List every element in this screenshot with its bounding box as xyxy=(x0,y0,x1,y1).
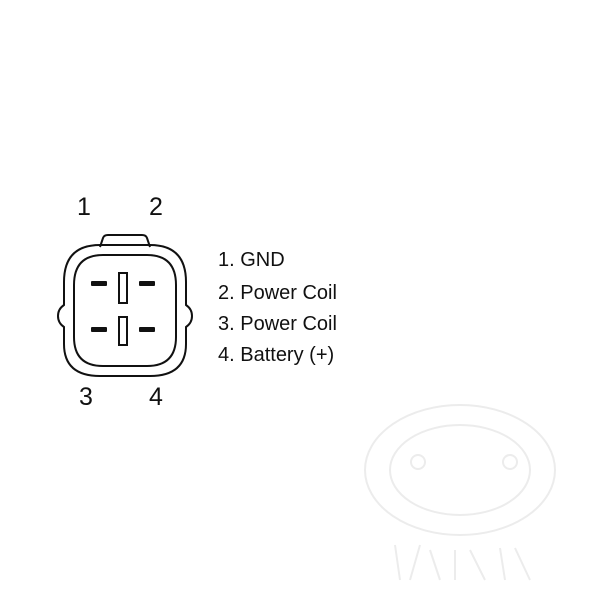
pin-number-3: 3 xyxy=(79,383,93,411)
pin-number-1: 1 xyxy=(77,193,91,221)
terminal-2 xyxy=(139,281,155,286)
pin-number-4: 4 xyxy=(149,383,163,411)
terminals xyxy=(91,281,155,332)
housing-outer xyxy=(56,244,194,377)
pin-legend: 1. GND 2. Power Coil 3. Power Coil 4. Ba… xyxy=(218,249,337,366)
legend-item-2: 2. Power Coil xyxy=(218,282,337,304)
pin-number-2: 2 xyxy=(149,193,163,221)
watermark-logo xyxy=(364,404,556,581)
center-slot-lower xyxy=(118,316,128,346)
terminal-1 xyxy=(91,281,107,286)
terminal-4 xyxy=(139,327,155,332)
legend-item-3: 3. Power Coil xyxy=(218,313,337,335)
terminal-3 xyxy=(91,327,107,332)
legend-item-4: 4. Battery (+) xyxy=(218,344,334,366)
center-slots xyxy=(118,272,128,346)
latch-tab xyxy=(99,234,151,248)
legend-item-1: 1. GND xyxy=(218,249,285,271)
connector-housing xyxy=(56,234,194,377)
center-slot-upper xyxy=(118,272,128,304)
housing-inner xyxy=(73,254,177,367)
